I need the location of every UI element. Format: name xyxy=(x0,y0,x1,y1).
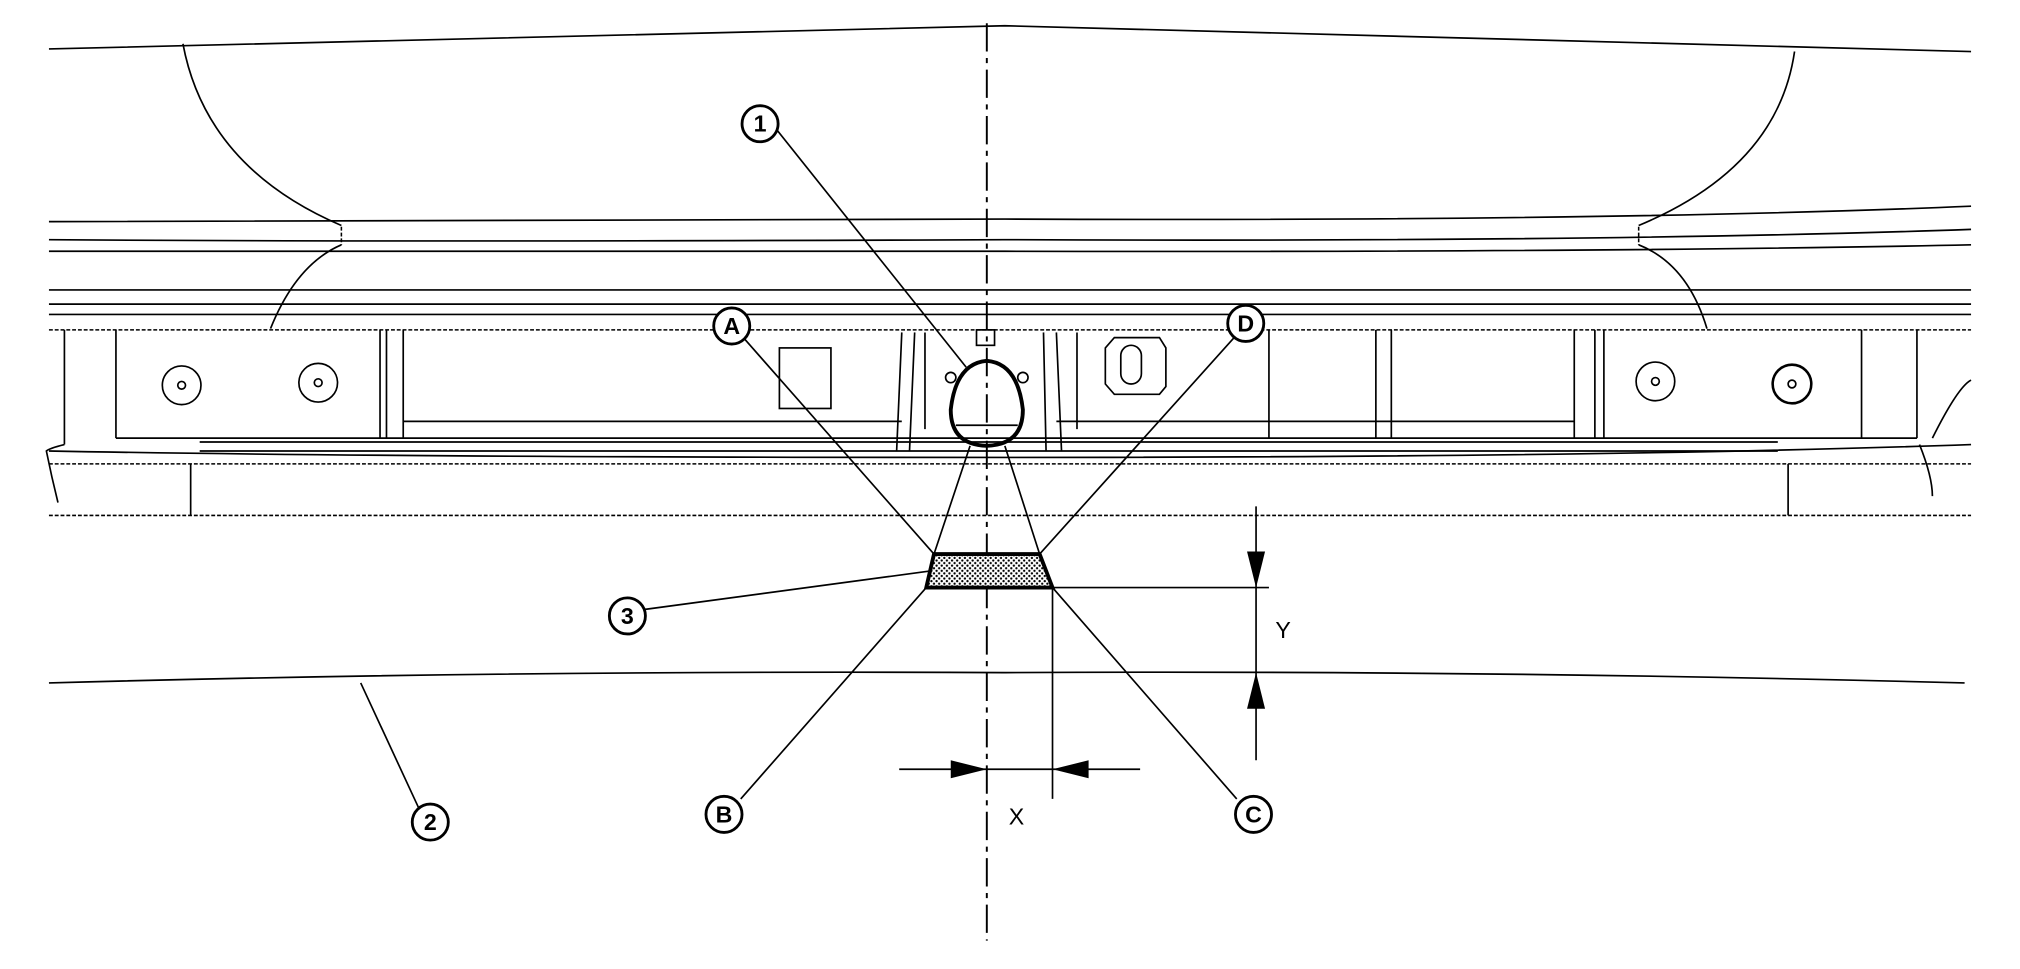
callout-part-1: 1 xyxy=(740,104,780,144)
vehicle-rear-outline xyxy=(45,24,1972,684)
svg-text:3: 3 xyxy=(621,603,634,629)
dimension-x-label: X xyxy=(1009,804,1024,830)
callout-point-c: C xyxy=(1234,794,1273,834)
svg-text:A: A xyxy=(723,313,740,339)
target-area xyxy=(923,552,1056,590)
rear-view-camera xyxy=(944,329,1029,448)
svg-text:D: D xyxy=(1237,310,1254,336)
svg-text:C: C xyxy=(1245,801,1262,827)
dimension-x: X xyxy=(899,587,1141,830)
svg-text:1: 1 xyxy=(754,111,767,137)
svg-text:2: 2 xyxy=(424,809,437,835)
callout-point-b: B xyxy=(704,794,744,834)
callout-part-3: 3 xyxy=(607,596,647,636)
callout-part-2: 2 xyxy=(410,802,450,842)
camera-view-area xyxy=(923,445,1056,590)
dimension-y-label: Y xyxy=(1275,617,1290,643)
svg-text:B: B xyxy=(716,801,733,827)
callout-point-a: A xyxy=(712,306,752,346)
leader-lines xyxy=(359,124,1238,809)
dimension-y: Y xyxy=(1052,506,1291,761)
callout-point-d: D xyxy=(1226,303,1266,343)
